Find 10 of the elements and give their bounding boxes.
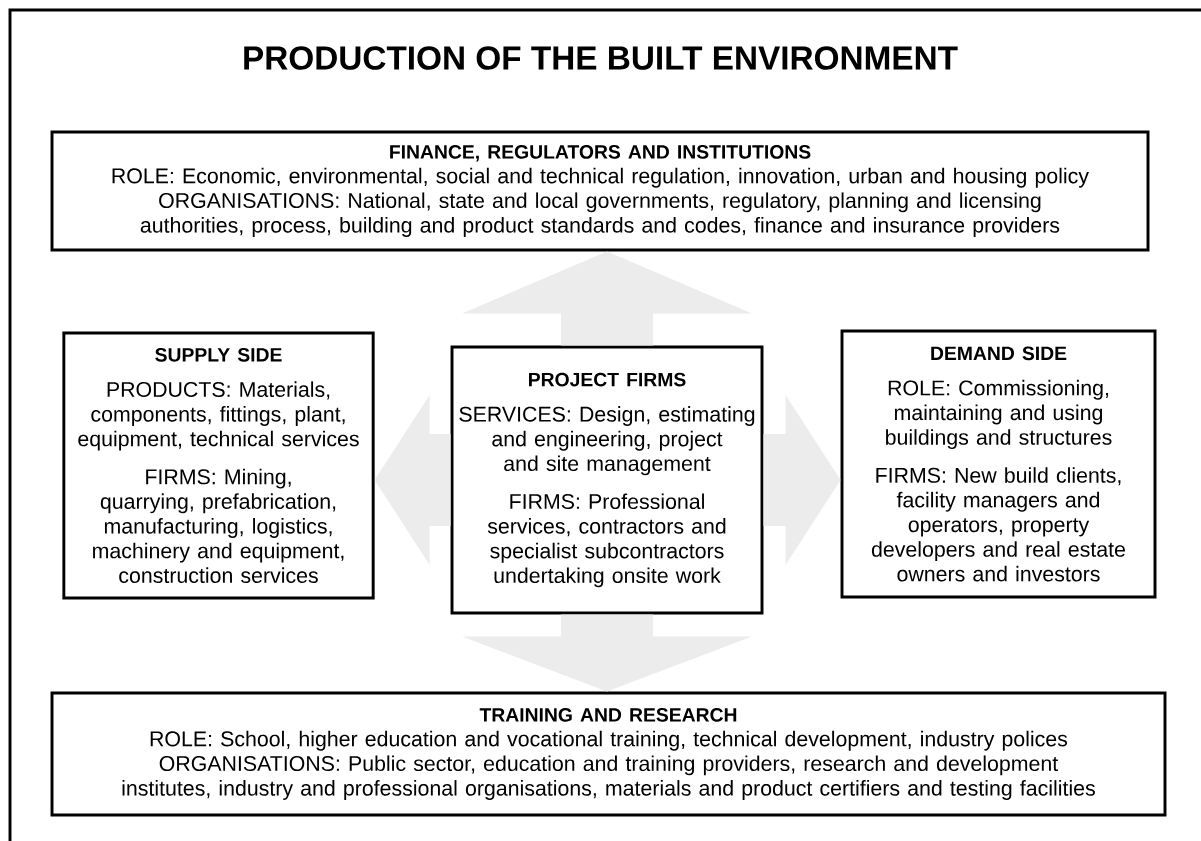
block-arrow: [462, 251, 752, 346]
block-arrow: [462, 614, 752, 692]
block-arrow: [374, 395, 451, 565]
text-box: DEMAND SIDE ROLE: Commissioning, maintaining and using buildings and structures FIRMS: New build clients, facility managers and operators, property developers and real estate owners and investors: [840, 329, 1157, 599]
text-box: TRAINING AND RESEARCH ROLE: School, higher education and vocational training, technical development, industry polices ORGANISATIONS: Public sector, education and training providers, research and development institutes, industry and professional organisations, materials and product certifiers and testing facilities: [50, 691, 1167, 817]
title: PRODUCTION OF THE BUILT ENVIRONMENT: [244, 46, 958, 70]
text-box: FINANCE, REGULATORS AND INSTITUTIONS ROLE: Economic, environmental, social and technical regulation, innovation, urban and housing policy ORGANISATIONS: National, state and local governments, regulatory, planning and licensing authorities, process, building and product standards and codes, finance and insurance providers: [50, 130, 1150, 252]
block-arrow: [763, 395, 841, 565]
text-box: PROJECT FIRMS SERVICES: Design, estimating and engineering, project and site management FIRMS: Professional services, contractors and specialist subcontractors undertaking onsite work: [450, 345, 764, 615]
text-box: SUPPLY SIDE PRODUCTS: Materials, components, fittings, plant, equipment, technical services FIRMS: Mining, quarrying, prefabrication, manufacturing, logistics, machinery and equipment, construction services: [62, 331, 375, 600]
